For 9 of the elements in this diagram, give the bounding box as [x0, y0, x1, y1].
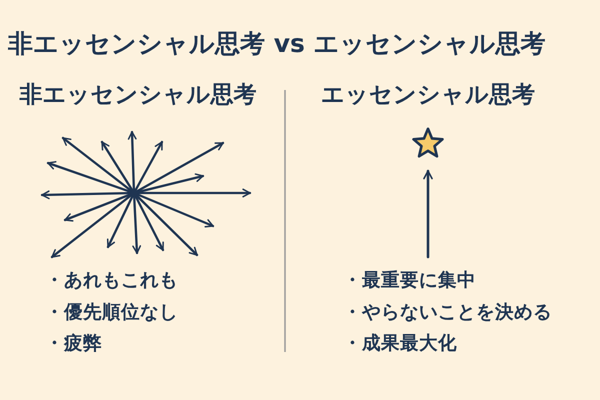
- list-item: ・あれもこれも: [45, 269, 178, 293]
- list-item: ・やらないことを決める: [343, 301, 552, 325]
- list-item: ・疲弊: [45, 332, 102, 356]
- list-item: ・最重要に集中: [343, 269, 476, 293]
- list-item: ・優先順位なし: [45, 301, 178, 325]
- column-heading: 非エッセンシャル思考: [20, 81, 256, 109]
- list-item: ・成果最大化: [343, 332, 457, 356]
- title: 非エッセンシャル思考 vs エッセンシャル思考: [8, 29, 546, 59]
- column-heading: エッセンシャル思考: [321, 81, 535, 109]
